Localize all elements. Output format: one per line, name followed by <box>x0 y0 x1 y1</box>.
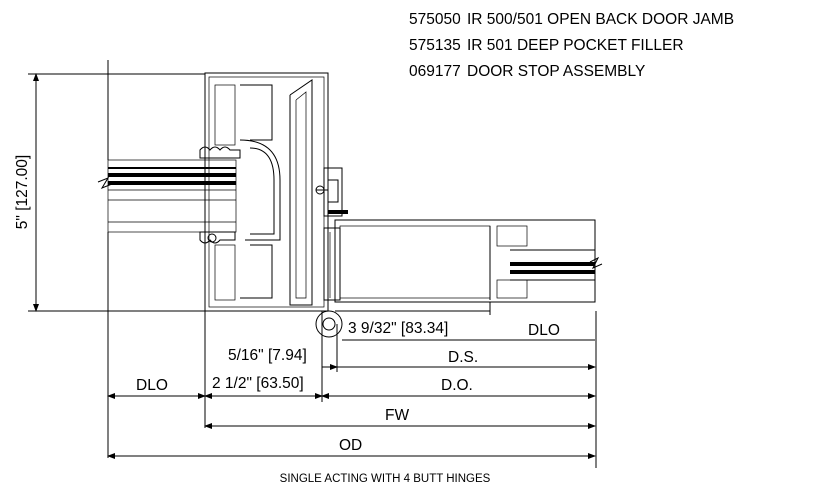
part-number: 575135 <box>409 37 461 54</box>
dlo-left-label: DLO <box>136 377 168 394</box>
ds-label: D.S. <box>448 349 478 366</box>
dimension-row-do: DLO 2 1/2" [63.50] D.O. <box>107 375 596 399</box>
right-glass <box>510 249 603 281</box>
dimension-row-hinge: 3 9/32" [83.34] DLO <box>342 320 595 341</box>
part-number: 575050 <box>409 11 461 28</box>
parts-list: 575050 IR 500/501 OPEN BACK DOOR JAMB 57… <box>409 11 734 80</box>
frame-width-label: 2 1/2" [63.50] <box>212 375 304 392</box>
od-label: OD <box>339 437 362 454</box>
jamb-frame-profile <box>107 60 329 312</box>
do-label: D.O. <box>441 377 473 394</box>
extension-lines <box>107 311 597 468</box>
door-stop-assembly <box>315 167 348 217</box>
hinge-to-edge-label: 3 9/32" [83.34] <box>348 320 448 337</box>
drawing-caption: SINGLE ACTING WITH 4 BUTT HINGES <box>280 473 491 485</box>
part-description: IR 501 DEEP POCKET FILLER <box>467 37 684 54</box>
part-number: 069177 <box>409 63 461 80</box>
part-description: IR 500/501 OPEN BACK DOOR JAMB <box>467 11 734 28</box>
door-rail-profile <box>323 219 596 315</box>
dimension-row-ds: 5/16" [7.94] D.S. <box>228 347 596 370</box>
fw-label: FW <box>385 407 409 424</box>
height-dimension-label: 5" [127.00] <box>14 155 31 229</box>
dlo-right-label: DLO <box>528 322 560 339</box>
dimension-row-od: OD <box>107 437 596 459</box>
height-dimension: 5" [127.00] <box>14 73 205 312</box>
dimension-row-fw: FW <box>204 407 596 429</box>
stop-offset-label: 5/16" [7.94] <box>228 347 307 364</box>
part-description: DOOR STOP ASSEMBLY <box>467 63 645 80</box>
left-glass <box>97 146 241 244</box>
hinge-pivot <box>315 310 343 338</box>
